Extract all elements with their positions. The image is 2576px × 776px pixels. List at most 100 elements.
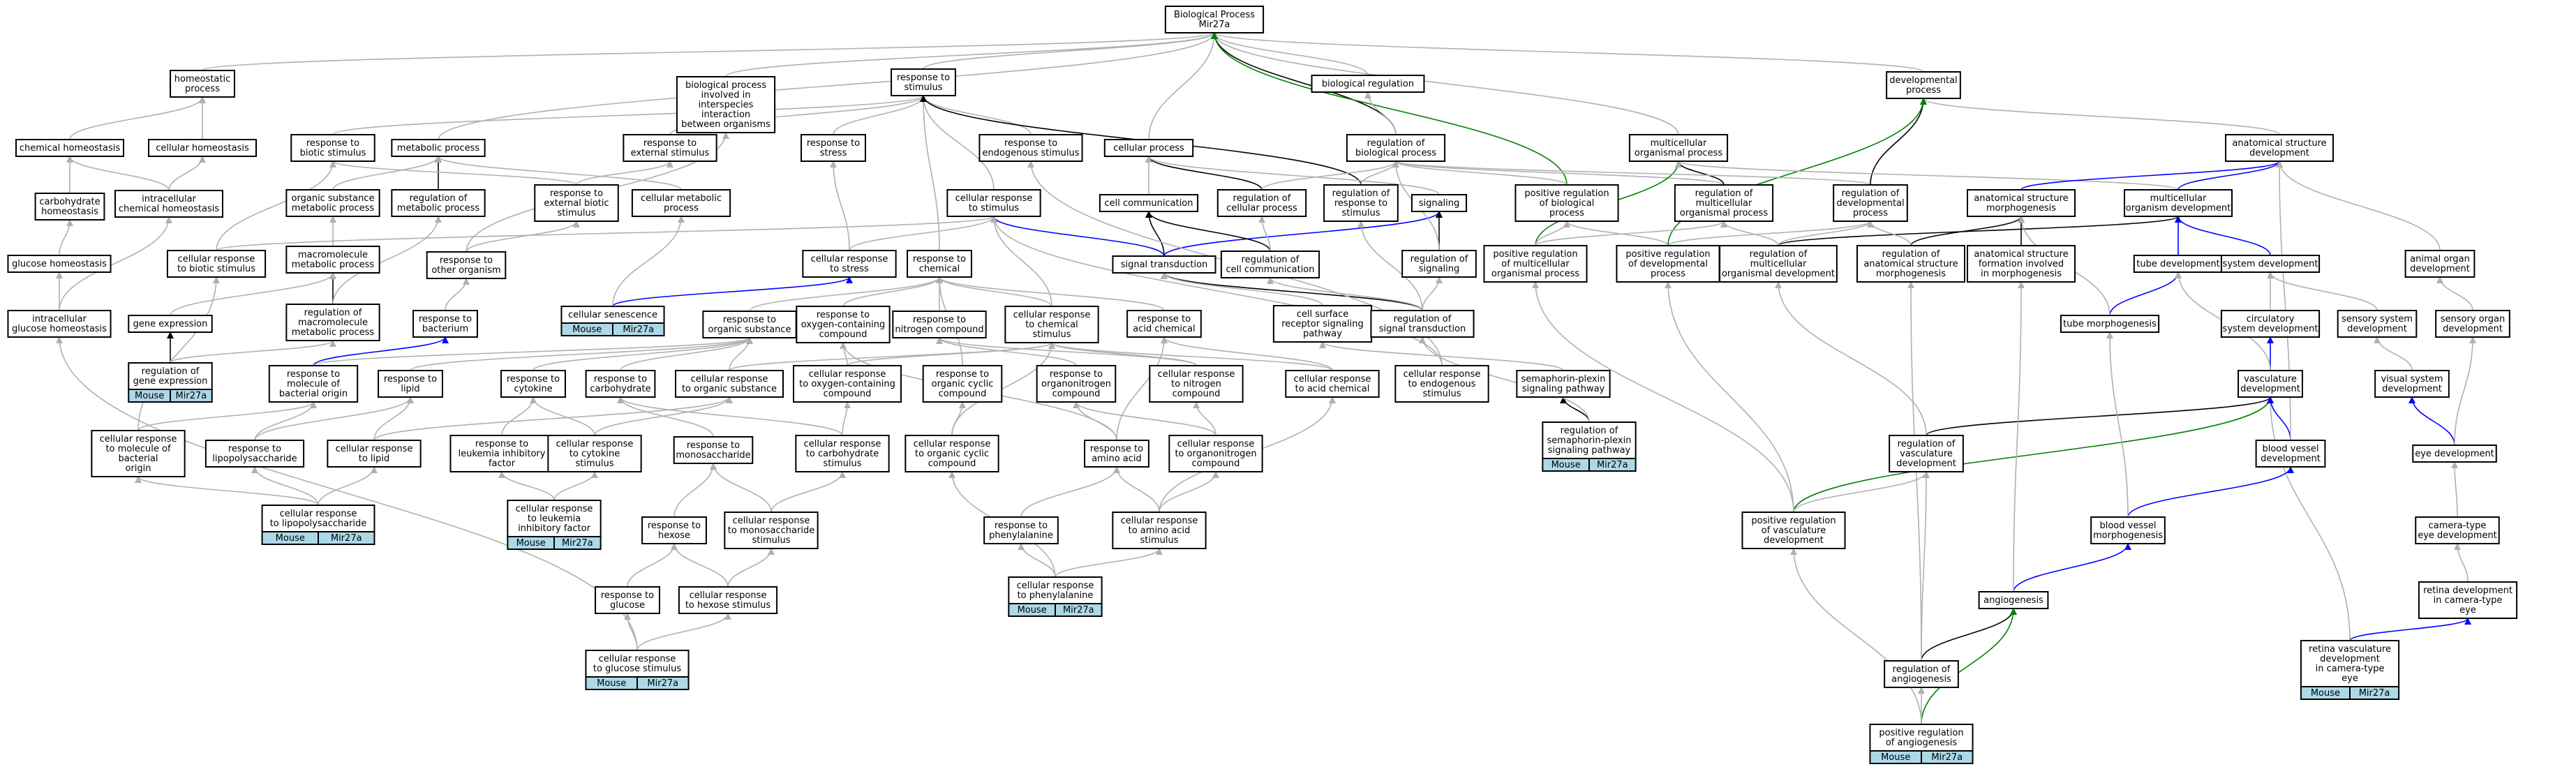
go-term-node[interactable]: system development [2220, 255, 2321, 273]
go-term-node[interactable]: gene expression [128, 315, 213, 333]
go-term-node[interactable]: eye development [2412, 445, 2497, 463]
go-term-node[interactable]: chemical homeostasis [15, 139, 124, 157]
go-term-node[interactable]: tube development [2133, 255, 2224, 273]
go-term-node[interactable]: cellular homeostasis [148, 139, 257, 157]
go-term-node[interactable]: tube morphogenesis [2060, 315, 2160, 333]
go-term-node[interactable]: signaling [1410, 194, 1468, 212]
go-term-node[interactable]: biological regulation [1311, 75, 1425, 93]
go-term-node[interactable]: metabolic process [391, 139, 486, 157]
go-term-node[interactable]: angiogenesis [1978, 591, 2049, 609]
go-term-node[interactable]: signal transduction [1112, 255, 1216, 274]
go-term-node[interactable]: cellular process [1103, 139, 1194, 157]
go-term-node[interactable]: glucose homeostasis [7, 255, 112, 273]
go-term-node[interactable]: cell communication [1099, 194, 1199, 212]
